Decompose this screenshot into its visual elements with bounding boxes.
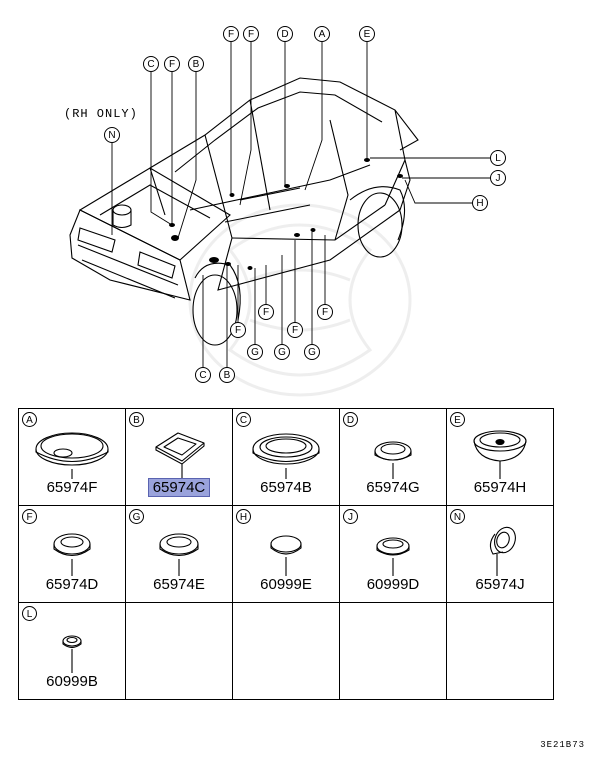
angled-grommet-icon [489,526,516,576]
part-letter: G [129,509,144,524]
part-number: 65974D [45,576,99,593]
part-letter: C [236,412,251,427]
callout-b-top: B [188,56,204,72]
deep-cup-grommet-icon [473,430,527,479]
callout-c-bottom: C [195,367,211,383]
callout-c-top: C [143,56,159,72]
part-number: 65974B [260,479,312,496]
medium-plug-icon [159,533,199,576]
table-row: L 60999B [18,602,554,700]
part-number: 65974G [366,479,420,496]
callout-f-sill-2: F [258,304,274,320]
part-number: 65974H [473,479,527,496]
part-cell-b[interactable]: B 65974C [125,408,233,506]
part-number: 65974E [153,576,205,593]
part-cell-e[interactable]: E 65974H [446,408,554,506]
callout-f-roof-1: F [223,26,239,42]
dome-plug-icon [270,535,302,576]
part-cell-d[interactable]: D 65974G [339,408,447,506]
part-cell-h[interactable]: H 60999E [232,505,340,603]
part-letter: H [236,509,251,524]
callout-g-1: G [247,344,263,360]
callout-h: H [472,195,488,211]
callout-f-sill-4: F [317,304,333,320]
part-cell-c[interactable]: C 65974B [232,408,340,506]
watermark-emblem [188,203,412,397]
callout-g-2: G [274,344,290,360]
car-body-diagram: (RH ONLY) C F B F F D A E N L J H F F F … [64,26,506,397]
part-cell-j[interactable]: J 60999D [339,505,447,603]
part-number-highlighted: 65974C [126,478,232,497]
small-grommet-icon [62,635,82,673]
callout-n: N [104,127,120,143]
callout-d: D [277,26,293,42]
part-cell-g[interactable]: G 65974E [125,505,233,603]
table-row: A 65974F B [18,408,554,506]
part-number: 65974J [475,576,525,593]
part-letter: L [22,606,37,621]
empty-cell [339,602,447,700]
medium-grommet-icon [374,441,412,479]
part-cell-l[interactable]: L 60999B [18,602,126,700]
part-letter: E [450,412,465,427]
part-letter: F [22,509,37,524]
table-row: F 65974D G 6597 [18,505,554,603]
drawing-code: 3E21B73 [540,740,585,750]
small-plug-icon [376,537,410,576]
callout-e: E [359,26,375,42]
square-grommet-icon [155,432,205,479]
large-flat-grommet-icon [35,432,109,479]
callout-b-bottom: B [219,367,235,383]
parts-table: A 65974F B [18,408,554,700]
part-number: 60999E [260,576,312,593]
medium-plug-icon [53,533,91,576]
empty-cell [232,602,340,700]
callout-l: L [490,150,506,166]
part-letter: J [343,509,358,524]
part-letter: N [450,509,465,524]
large-ring-grommet-icon [252,433,320,479]
part-cell-n[interactable]: N 65974J [446,505,554,603]
part-number: 60999D [366,576,420,593]
empty-cell [125,602,233,700]
callout-g-3: G [304,344,320,360]
part-letter: B [129,412,144,427]
callout-a: A [314,26,330,42]
part-cell-f[interactable]: F 65974D [18,505,126,603]
part-cell-a[interactable]: A 65974F [18,408,126,506]
part-number: 65974C [147,478,211,497]
part-letter: D [343,412,358,427]
car-body-illustration [69,42,496,397]
part-number: 60999B [46,673,98,690]
callout-j: J [490,170,506,186]
callout-f-sill-1: F [230,322,246,338]
part-letter: A [22,412,37,427]
callout-f-sill-3: F [287,322,303,338]
part-number: 65974F [46,479,98,496]
callout-f-top: F [164,56,180,72]
callout-f-roof-2: F [243,26,259,42]
rh-only-note: (RH ONLY) [64,107,138,121]
empty-cell [446,602,554,700]
